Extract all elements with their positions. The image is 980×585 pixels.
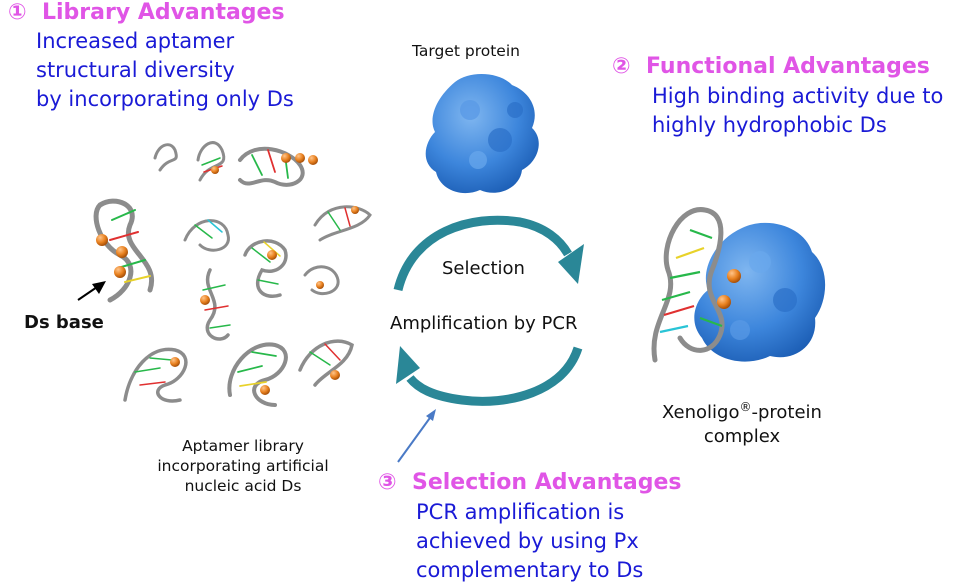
library-caption-line-1: Aptamer library [182, 437, 304, 455]
ds-base-pointer-arrow [77, 281, 106, 301]
complex-ds-sphere-2 [717, 295, 731, 309]
library-advantages-text: Increased aptamer structural diversity b… [36, 27, 294, 114]
selection-number: ③ [378, 470, 397, 495]
selection-line-1: PCR amplification is [416, 500, 625, 524]
target-protein-label: Target protein [412, 42, 520, 60]
selection-advantages-text: PCR amplification is achieved by using P… [416, 498, 643, 585]
functional-number: ② [612, 54, 631, 79]
selection-cycle-label: Selection [442, 258, 525, 279]
selection-title: Selection Advantages [411, 470, 682, 495]
selection-arrowhead [558, 244, 584, 284]
selection-line-2: achieved by using Px [416, 529, 639, 553]
ds-base-label: Ds base [24, 312, 104, 333]
functional-title: Functional Advantages [645, 54, 930, 79]
library-ds-spheres [96, 153, 359, 395]
complex-aptamer [651, 207, 725, 363]
functional-advantages-heading: ② Functional Advantages [612, 54, 930, 80]
complex-protein-surface [694, 222, 826, 362]
amplification-cycle-label: Amplification by PCR [390, 313, 578, 334]
complex-caption: Xenoligo®-protein complex [632, 395, 852, 449]
functional-line-1: High binding activity due to [652, 84, 944, 108]
complex-ds-sphere-1 [727, 269, 741, 283]
target-protein-surface [425, 74, 539, 194]
library-line-1: Increased aptamer [36, 29, 235, 53]
library-line-3: by incorporating only Ds [36, 87, 294, 111]
library-caption-line-3: nucleic acid Ds [184, 477, 302, 495]
selection-advantages-pointer [397, 409, 436, 463]
library-line-2: structural diversity [36, 58, 235, 82]
amplification-arrowhead [396, 346, 420, 384]
library-caption-line-2: incorporating artificial [157, 457, 329, 475]
functional-advantages-text: High binding activity due to highly hydr… [652, 82, 943, 140]
library-advantages-heading: ① Library Advantages [8, 0, 285, 26]
selection-advantages-heading: ③ Selection Advantages [378, 470, 681, 496]
library-number: ① [8, 0, 27, 25]
complex-caption-line-2: complex [703, 426, 781, 447]
selection-cycle-arrows [393, 215, 583, 406]
library-caption: Aptamer library incorporating artificial… [148, 436, 338, 496]
functional-line-2: highly hydrophobic Ds [652, 113, 887, 137]
selection-line-3: complementary to Ds [416, 558, 644, 582]
aptamer-library-structures [93, 141, 372, 407]
complex-caption-line-1: Xenoligo®-protein [662, 400, 822, 423]
library-title: Library Advantages [41, 0, 285, 25]
